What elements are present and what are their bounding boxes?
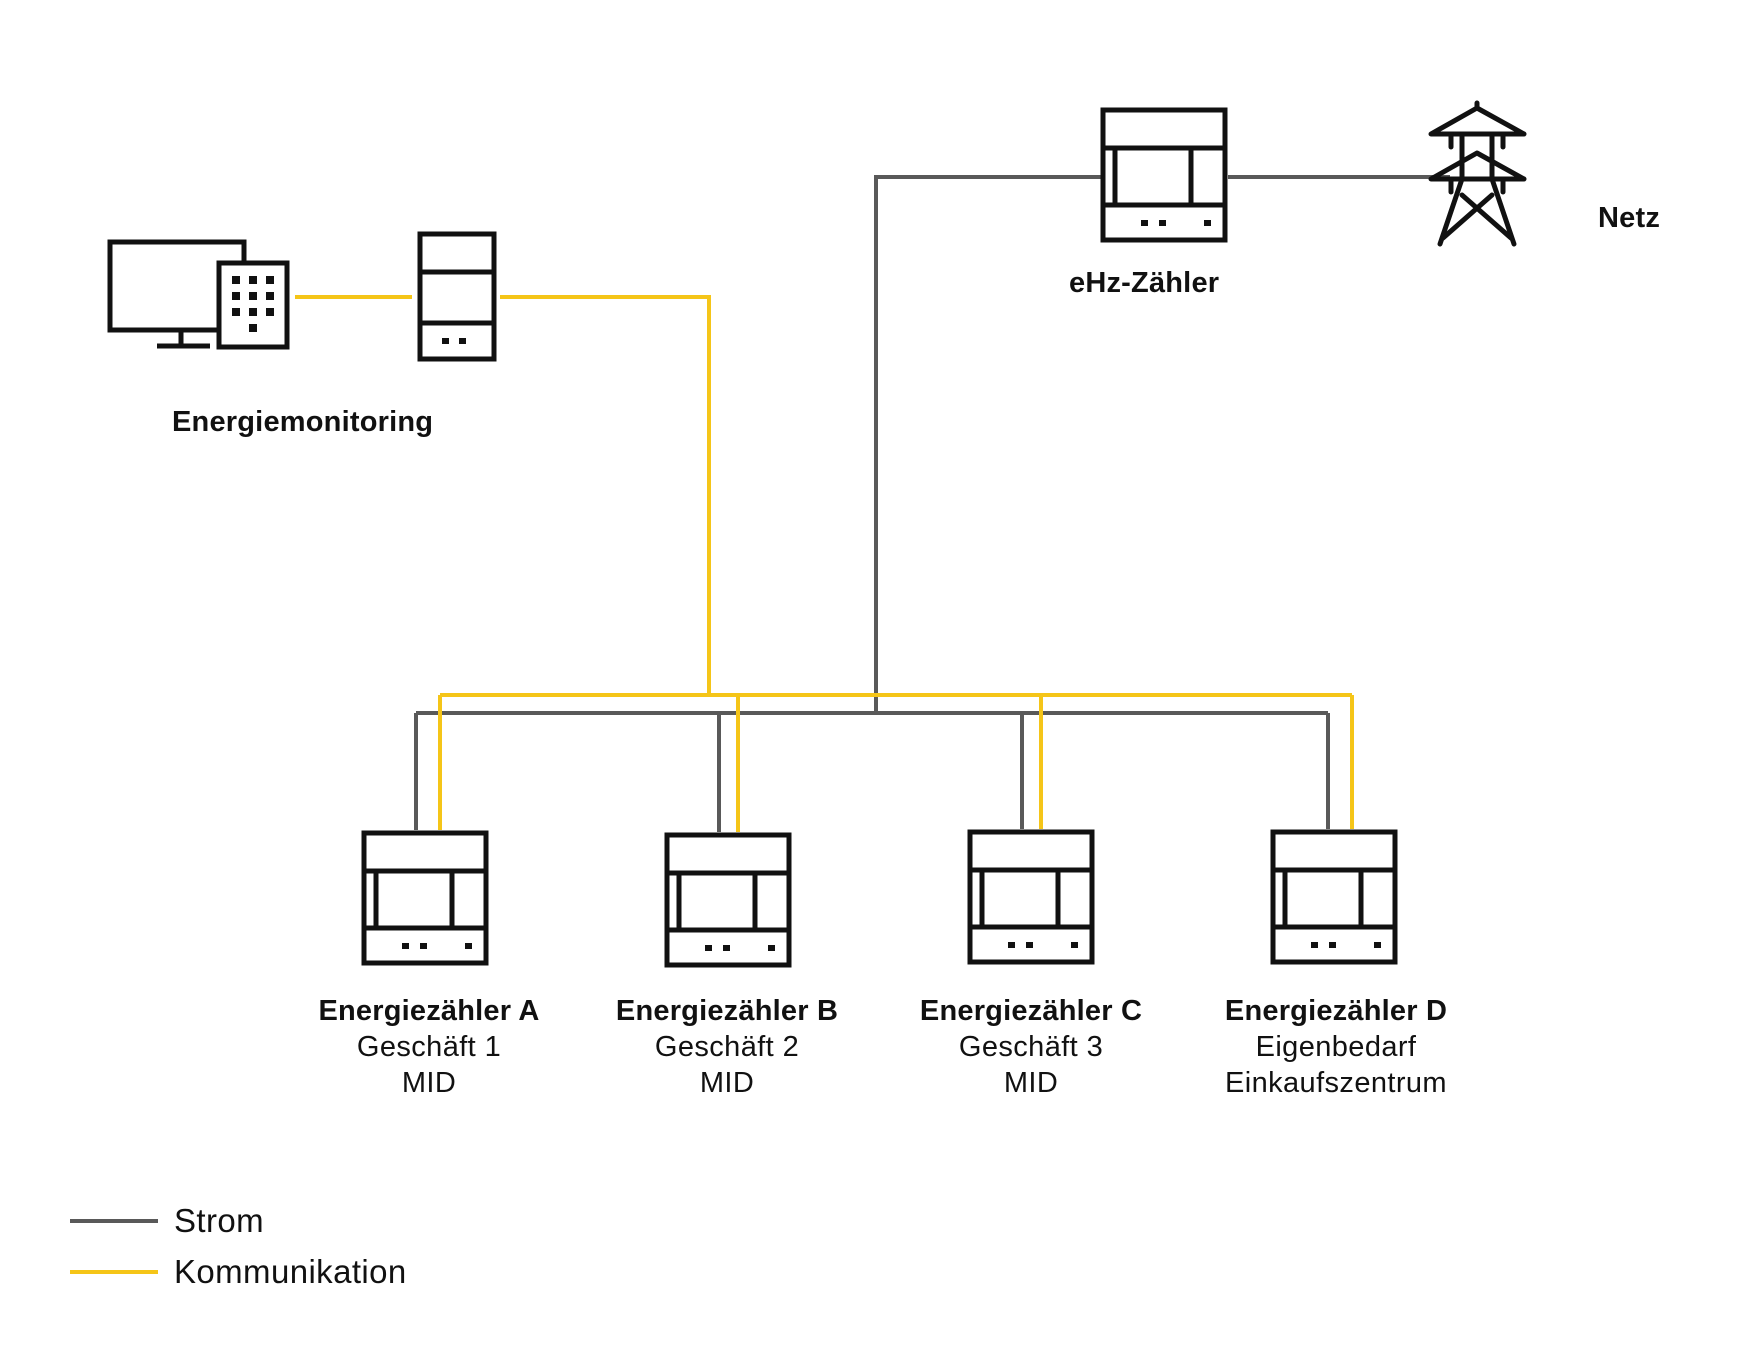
- meter-a-label: Energiezähler A Geschäft 1 MID: [304, 993, 554, 1101]
- meter-d-label: Energiezähler D Eigenbedarf Einkaufszent…: [1201, 993, 1471, 1101]
- power-tower-icon: [1428, 100, 1527, 247]
- meter-a-title: Energiezähler A: [318, 995, 540, 1027]
- legend-item-kommunikation: Kommunikation: [70, 1252, 407, 1292]
- meter-d-icon: [1273, 832, 1395, 962]
- legend-label-kommunikation: Kommunikation: [174, 1253, 407, 1290]
- computer-icon: [107, 239, 290, 350]
- grid-label: Netz: [1598, 200, 1660, 236]
- meter-c-line1: Geschäft 3: [958, 1031, 1104, 1063]
- meter-icon: [1100, 107, 1228, 243]
- meter-b-icon: [667, 835, 789, 965]
- ehz-label: eHz-Zähler: [1069, 265, 1219, 301]
- legend-swatch-kommunikation: [70, 1270, 158, 1274]
- grid-title: Netz: [1598, 202, 1661, 234]
- comm-line-gateway-to-bus: [500, 295, 711, 695]
- energiemonitoring-title: Energiemonitoring: [172, 406, 434, 438]
- power-lines: [414, 175, 1450, 832]
- energiemonitoring-label: Energiemonitoring: [172, 404, 433, 440]
- meter-a-icon: [364, 833, 486, 963]
- legend-item-strom: Strom: [70, 1201, 264, 1241]
- gateway-device-icon: [417, 231, 497, 362]
- comm-lines: [295, 295, 1354, 832]
- meter-b-title: Energiezähler B: [615, 995, 839, 1027]
- meter-d-title: Energiezähler D: [1224, 995, 1448, 1027]
- meter-b-label: Energiezähler B Geschäft 2 MID: [602, 993, 852, 1101]
- legend-label-strom: Strom: [174, 1202, 265, 1239]
- meter-a-line2: MID: [401, 1067, 457, 1099]
- meter-c-label: Energiezähler C Geschäft 3 MID: [906, 993, 1156, 1101]
- meter-d-line1: Eigenbedarf: [1255, 1031, 1417, 1063]
- ehz-title: eHz-Zähler: [1069, 267, 1220, 299]
- meter-d-line2: Einkaufszentrum: [1225, 1067, 1447, 1099]
- power-line-ehz-to-bus: [874, 175, 1103, 713]
- meter-c-line2: MID: [1003, 1067, 1059, 1099]
- meter-c-icon: [970, 832, 1092, 962]
- meter-c-title: Energiezähler C: [919, 995, 1143, 1027]
- meter-b-line2: MID: [699, 1067, 755, 1099]
- legend-swatch-strom: [70, 1219, 158, 1223]
- meter-a-line1: Geschäft 1: [356, 1031, 502, 1063]
- meter-b-line1: Geschäft 2: [654, 1031, 800, 1063]
